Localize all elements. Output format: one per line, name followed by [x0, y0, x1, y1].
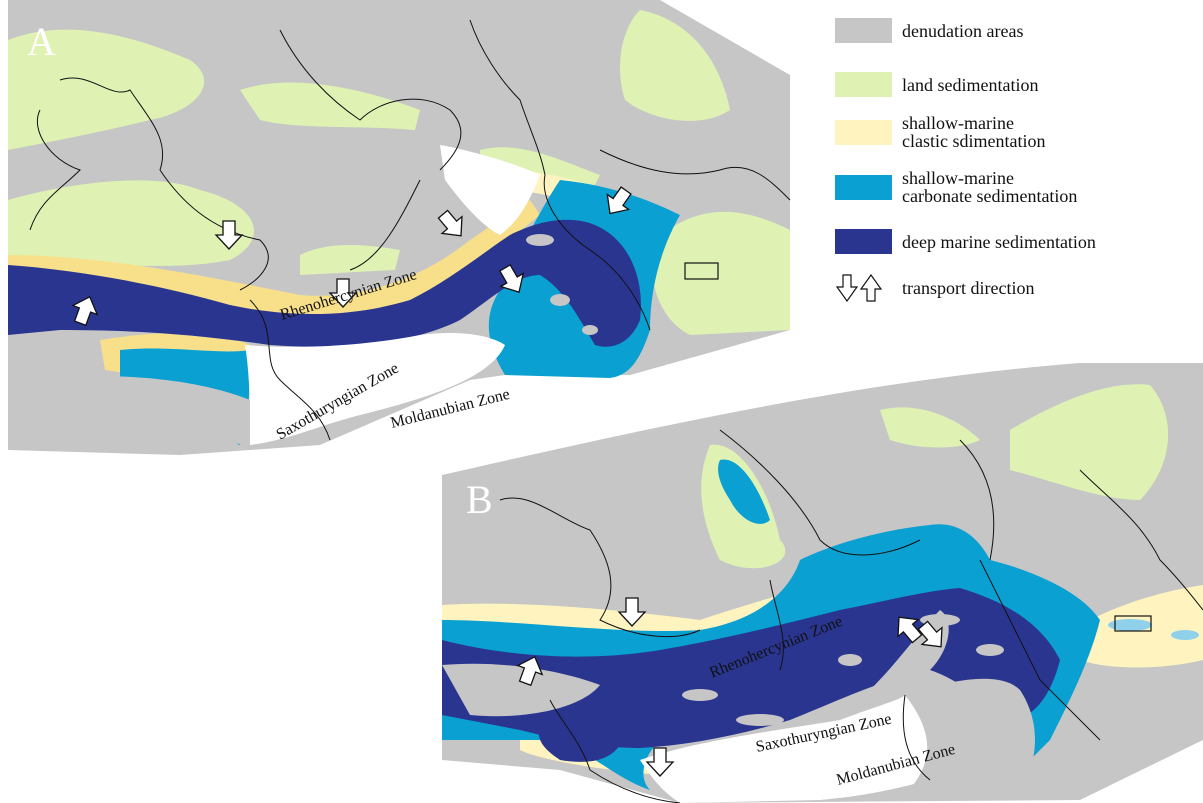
panel-b-deep-marine-south	[538, 723, 620, 762]
map-panel-a: Rhenohercynian Zone Saxothuryngian Zone …	[8, 0, 791, 455]
panel-a-borderlines	[29, 19, 791, 441]
legend-label: deep marine sedimentation	[902, 231, 1096, 252]
legend-swatch-carbonate	[835, 174, 892, 200]
panel-a-islands	[526, 234, 598, 335]
legend-item-deep-marine: deep marine sedimentation	[835, 229, 1096, 254]
legend-item-clastic: shallow-marine clastic sdimentation	[835, 114, 1045, 150]
panel-b-letter: B	[466, 477, 493, 522]
panel-a-study-area-box	[684, 262, 719, 280]
legend-label: shallow-marine clastic sdimentation	[902, 113, 1046, 151]
legend-item-transport: transport direction	[835, 273, 1034, 303]
panel-b-study-area-box	[1114, 615, 1152, 632]
panel-b-borderlines	[499, 429, 1203, 803]
panel-b-light-carbonate	[1108, 619, 1199, 640]
panel-a-white-channel	[440, 145, 540, 235]
legend-swatch-land	[835, 72, 892, 97]
legend-swatch-denudation	[835, 18, 892, 43]
legend-label: land sedimentation	[902, 74, 1039, 95]
legend-swatch-clastic	[835, 119, 892, 145]
panel-b-saxothuryngian-belt	[640, 695, 980, 803]
legend-item-denudation: denudation areas	[835, 18, 1023, 43]
panel-b-moldanubian-belt	[900, 678, 1035, 800]
panel-a-deep-marine	[8, 219, 641, 347]
panel-a-saxothuryngian-belt	[245, 333, 505, 445]
legend-item-carbonate: shallow-marine carbonate sedimentation	[835, 169, 1077, 205]
legend-label: transport direction	[902, 278, 1035, 298]
legend-swatch-deep-marine	[835, 229, 892, 254]
legend-item-land: land sedimentation	[835, 72, 1038, 97]
legend-label: denudation areas	[902, 20, 1024, 41]
transport-arrows-icon	[835, 273, 883, 303]
panel-a-moldanubian-belt	[30, 376, 250, 445]
panel-a-letter: A	[27, 19, 56, 64]
map-panel-b: Rhenohercynian Zone Saxothuryngian Zone …	[442, 363, 1203, 803]
legend-label: shallow-marine carbonate sedimentation	[902, 168, 1078, 206]
